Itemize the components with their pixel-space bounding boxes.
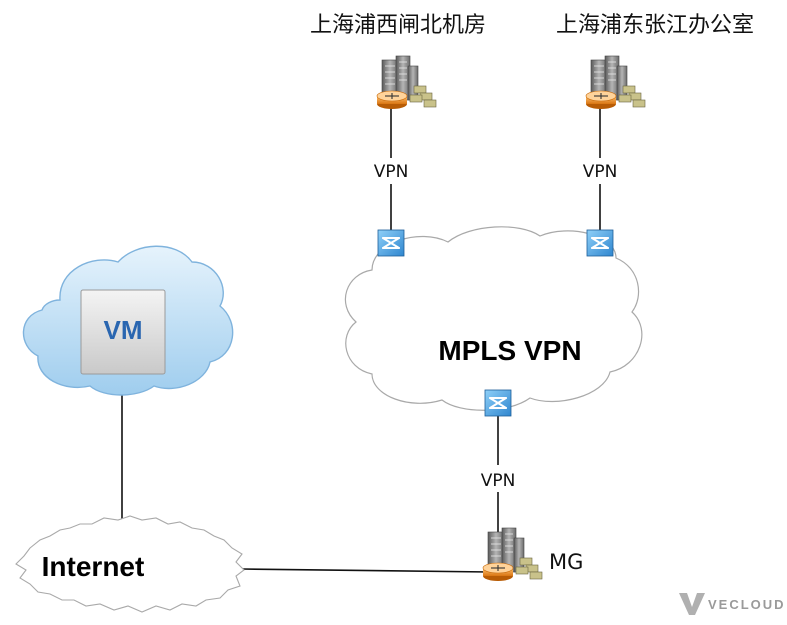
brand-logo: VECLOUD	[679, 593, 786, 615]
brand-name: VECLOUD	[708, 597, 786, 612]
switch-a-icon	[377, 229, 405, 257]
site-b-label: 上海浦东张江办公室	[556, 13, 754, 38]
mg-label: MG	[549, 550, 583, 574]
link-internet-mg	[241, 568, 491, 573]
vm-box	[80, 289, 166, 375]
mg-site-icon	[482, 527, 543, 582]
vpn-label-mg: VPN	[481, 471, 516, 491]
switch-mpls-mg-icon	[484, 389, 512, 417]
site-b-icon	[585, 55, 646, 110]
vpn-label-site-b: VPN	[583, 162, 618, 182]
brand-v-icon	[679, 593, 705, 615]
internet-cloud-label: Internet	[42, 551, 145, 582]
vpn-label-site-a: VPN	[374, 162, 409, 182]
site-a-icon	[376, 55, 437, 110]
link-lines	[121, 108, 601, 573]
internet-cloud	[15, 515, 245, 613]
switch-b-icon	[586, 229, 614, 257]
vm-label: VM	[104, 315, 143, 345]
mpls-cloud-label: MPLS VPN	[438, 335, 581, 366]
mpls-cloud	[344, 226, 643, 411]
site-a-label: 上海浦西闸北机房	[310, 13, 486, 38]
